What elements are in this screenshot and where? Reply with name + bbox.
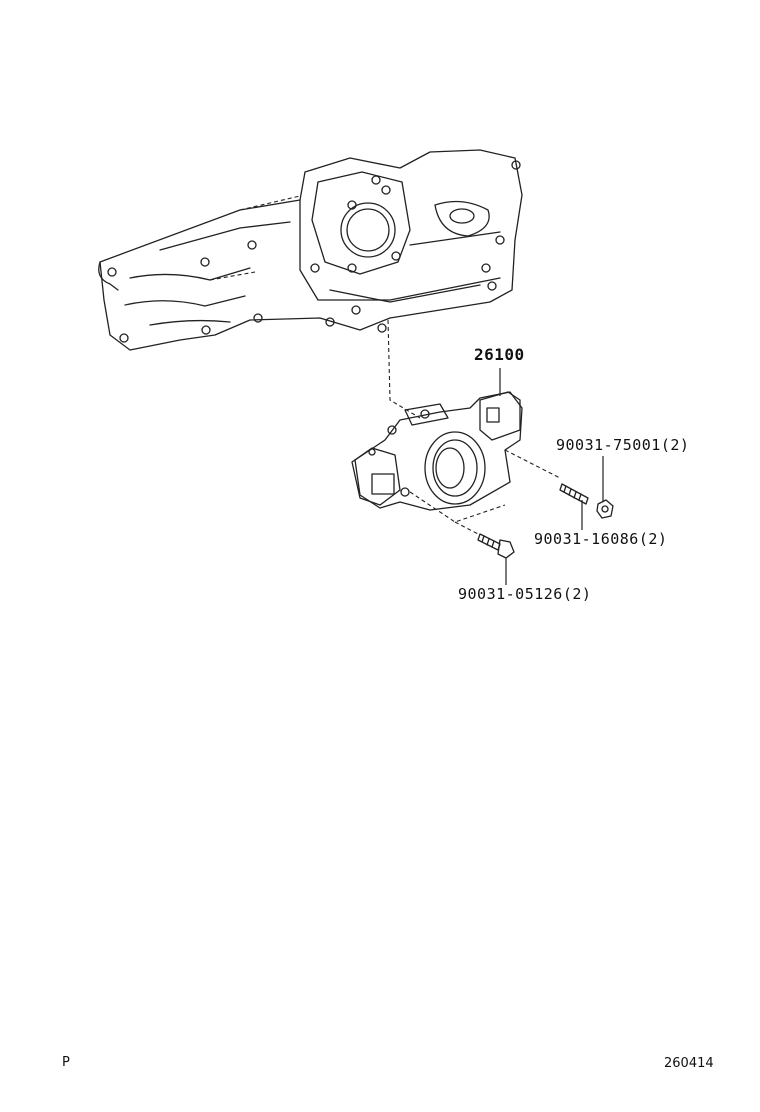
part-label-26100[interactable]: 26100	[474, 345, 525, 364]
footer-left-code: P	[62, 1055, 70, 1070]
nut-drawing	[596, 499, 614, 519]
part-label-90031-16086[interactable]: 90031-16086(2)	[534, 530, 668, 548]
bolt-drawing	[477, 533, 515, 559]
callout-lines	[499, 368, 604, 585]
assembly-guide-lines	[387, 319, 561, 536]
part-label-90031-05126[interactable]: 90031-05126(2)	[458, 585, 592, 603]
footer-right-code: 260414	[664, 1056, 714, 1071]
stud-drawing	[559, 483, 589, 505]
intake-manifold-drawing	[98, 149, 523, 351]
part-label-90031-75001[interactable]: 90031-75001(2)	[556, 436, 690, 454]
throttle-body-drawing	[351, 391, 523, 511]
